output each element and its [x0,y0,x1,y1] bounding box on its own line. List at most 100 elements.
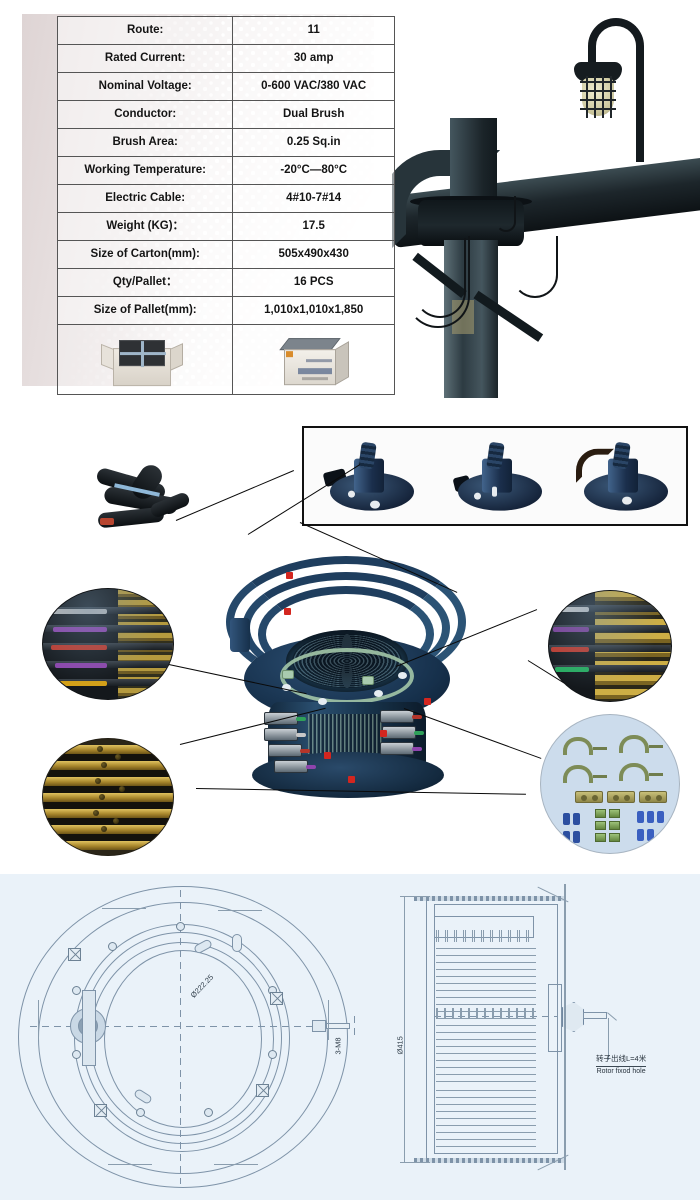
housing-inner [434,904,558,1154]
dim-extension-bottom [400,1162,430,1163]
spec-key: Route: [56,16,234,45]
brush-holder [380,710,422,723]
bolt-hole [72,986,81,995]
dim-extension-top [400,896,430,897]
slot-marker [232,934,242,952]
section-side-view: Ø415 转子出线L=4米 Rotor fixod hole [378,878,696,1196]
overall-diameter-label: Ø415 [395,1036,405,1055]
spec-value: 30 amp [232,44,395,73]
spec-value: 1,010x1,010x1,850 [232,296,395,325]
callout-ring-terminal-wiring [548,590,672,702]
table-row: Electric Cable: 4#10-7#14 [56,184,395,213]
dim-line-vertical [404,896,405,1162]
brush-holder [264,728,306,741]
table-row: Conductor: Dual Brush [56,100,395,129]
inset-view-3 [564,430,690,524]
lamp-support-stem [636,66,644,162]
callout-marker [324,752,331,759]
callout-marker [284,608,291,615]
callout-marker [424,698,431,705]
rotor-annotation: 转子出线L=4米 Rotor fixod hole [596,1054,647,1077]
top-plan-view: Ø222.25 3-M8 [8,880,364,1194]
bolt-cross-marker [68,948,81,961]
bolt-cross-marker [270,992,283,1005]
brush-holder [382,726,424,739]
slip-ring-assembly [222,552,472,802]
spec-value: 4#10-7#14 [232,184,395,213]
table-row: Rated Current: 30 amp [56,44,395,73]
table-row: Size of Carton(mm): 505x490x430 [56,240,395,269]
spec-value: -20°C—80°C [232,156,395,185]
bolt-hole [108,942,117,951]
callout-marker [380,730,387,737]
technical-drawing-panel: Ø222.25 3-M8 [0,874,700,1200]
open-carton-photo [56,324,234,395]
closed-carton-photo [232,324,395,395]
callout-mounting-hardware-kit [540,714,680,854]
upper-terminal-row [436,930,532,942]
table-row: Weight (KG)： 17.5 [56,212,395,241]
power-cable-loop-3 [512,236,558,298]
top-flange [414,896,566,901]
bolt-hole [136,1108,145,1117]
bolt-cross-marker [94,1104,107,1117]
spec-key: Qty/Pallet： [56,268,234,297]
shaft-collar [548,984,562,1052]
spec-key: Working Temperature: [56,156,234,185]
bracket-top [564,884,566,1170]
bolt-hole [204,1108,213,1117]
mounting-hole [374,690,383,697]
power-cable-loop-2 [414,238,466,318]
assembly-diagram-panel [0,412,700,862]
side-stud [312,1020,326,1032]
table-row: Brush Area: 0.25 Sq.in [56,128,395,157]
machine-installation-photo [392,0,700,398]
lower-conductor-stack [436,1090,536,1148]
table-row: Qty/Pallet： 16 PCS [56,268,395,297]
spec-value: 16 PCS [232,268,395,297]
specification-table: Route: 11 Rated Current: 30 amp Nominal … [56,16,395,395]
spec-value: Dual Brush [232,100,395,129]
cable-hose-bundle [92,460,218,552]
spec-key: Size of Carton(mm): [56,240,234,269]
table-row: Route: 11 [56,16,395,45]
bottom-flange [414,1158,566,1163]
spec-value: 0.25 Sq.in [232,128,395,157]
bolt-cross-marker [256,1084,269,1097]
cable-entry-port [230,618,250,652]
table-photo-row [56,324,395,395]
spec-value: 17.5 [232,212,395,241]
band-tab-right [362,676,374,685]
bolt-hole [268,1050,277,1059]
callout-brush-block-wiring [42,588,174,700]
brush-holder [274,760,316,773]
callout-marker [286,572,293,579]
spec-key: Nominal Voltage: [56,72,234,101]
mounting-hole [318,698,327,705]
installation-views-strip [302,426,688,526]
callout-brass-conductor-rings [42,738,174,856]
table-row: Nominal Voltage: 0-600 VAC/380 VAC [56,72,395,101]
table-row: Working Temperature: -20°C—80°C [56,156,395,185]
spec-key: Electric Cable: [56,184,234,213]
spec-key: Conductor: [56,100,234,129]
spec-key: Brush Area: [56,128,234,157]
boom-vertical-section [450,118,497,208]
rotor-lead-shaft [583,1012,607,1019]
green-retaining-band [280,648,414,704]
spec-key: Weight (KG)： [56,212,234,241]
spec-key: Rated Current: [56,44,234,73]
spec-value: 11 [232,16,395,45]
band-tab-left [282,670,294,679]
inset-view-2 [438,430,564,524]
specification-panel: Route: 11 Rated Current: 30 amp Nominal … [0,0,700,398]
power-cable-drop [496,196,516,232]
brush-row [436,1008,536,1018]
annotation-leader [608,1018,609,1060]
spec-value: 0-600 VAC/380 VAC [232,72,395,101]
power-cable-loop-1 [406,236,470,328]
inset-view-1 [310,430,436,524]
spec-key: Size of Pallet(mm): [56,296,234,325]
gooseneck-lamp-arm [588,18,644,70]
